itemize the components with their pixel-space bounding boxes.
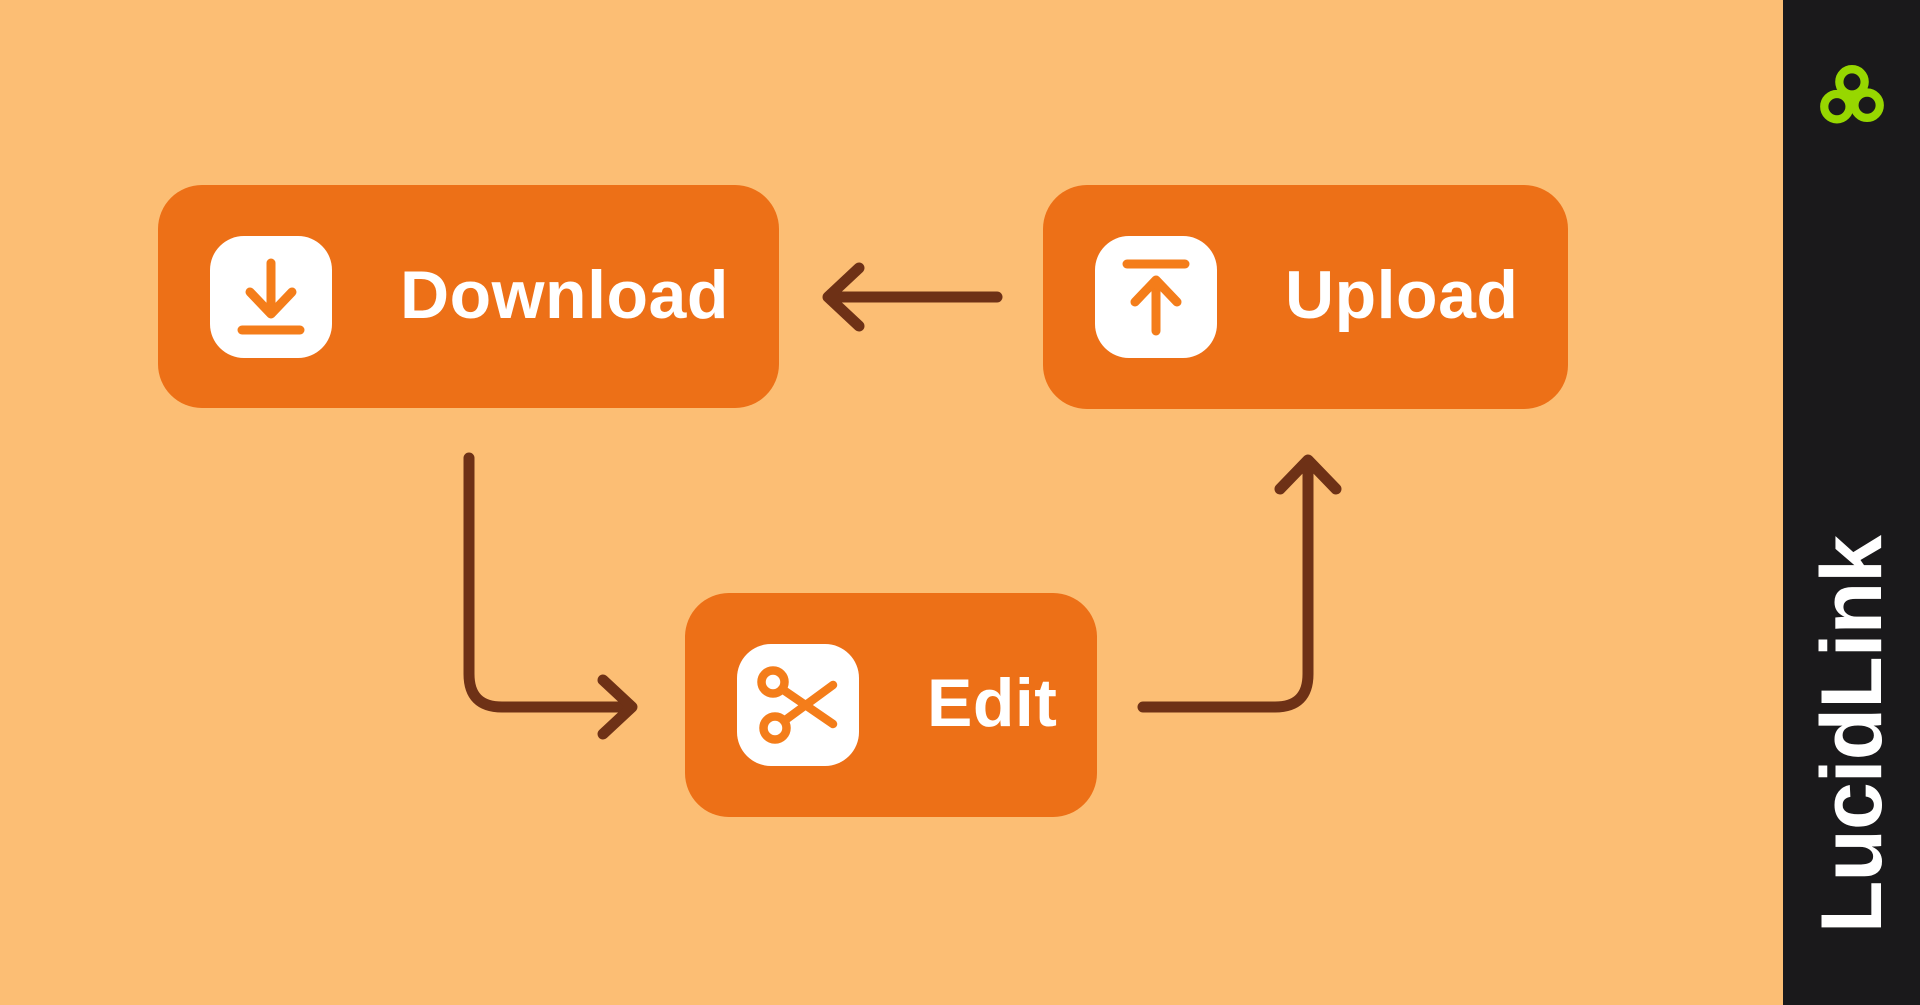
- download-button[interactable]: Download: [158, 185, 779, 408]
- upload-label: Upload: [1285, 257, 1519, 333]
- arrow-upload-to-download: [822, 262, 1003, 332]
- edit-label: Edit: [927, 665, 1058, 741]
- lucidlink-logo-icon: [1815, 64, 1889, 131]
- upload-icon: [1095, 236, 1217, 358]
- download-icon: [210, 235, 332, 358]
- arrow-edit-to-upload: [1137, 454, 1342, 713]
- edit-button[interactable]: Edit: [685, 593, 1097, 817]
- scissors-icon: [737, 644, 859, 766]
- brand-name: LucidLink: [1803, 535, 1900, 933]
- download-label: Download: [400, 256, 729, 333]
- arrow-download-to-edit: [463, 452, 638, 740]
- brand-sidebar: LucidLink: [1783, 0, 1920, 1005]
- upload-button[interactable]: Upload: [1043, 185, 1568, 409]
